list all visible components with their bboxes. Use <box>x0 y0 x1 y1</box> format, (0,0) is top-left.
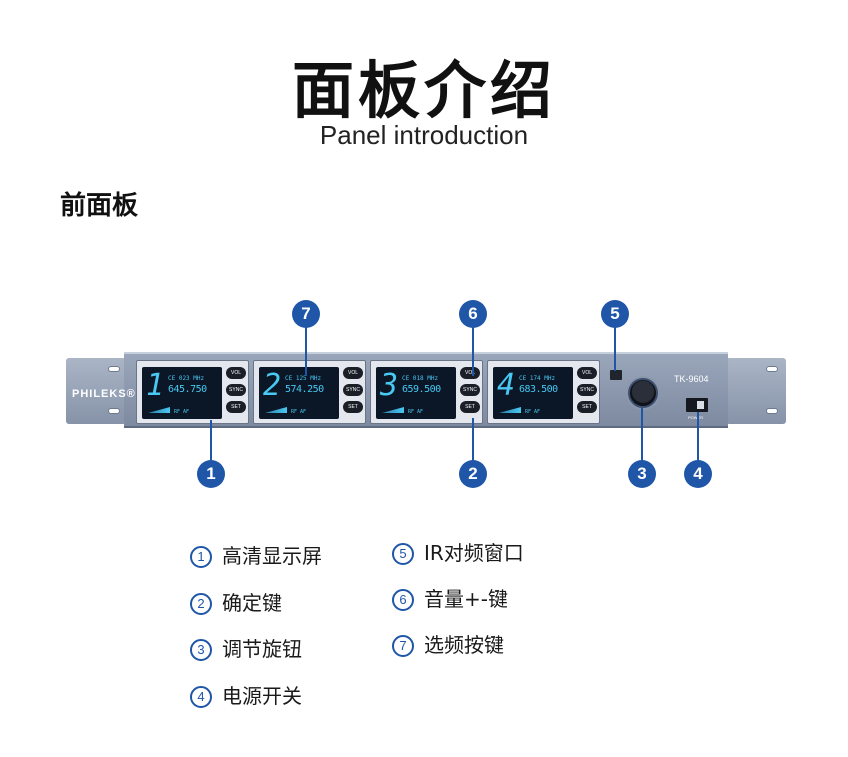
set-button[interactable]: SET <box>226 401 246 413</box>
lcd-rf-label: RF AF <box>174 409 190 415</box>
lcd-frequency: 659.500 <box>402 384 441 395</box>
legend-label: IR对频窗口 <box>424 541 524 565</box>
set-button[interactable]: SET <box>460 401 480 413</box>
rack-ear-left <box>66 358 126 424</box>
legend-label: 音量+-键 <box>424 587 508 611</box>
callout-line-4 <box>697 412 699 462</box>
callout-line-1 <box>210 420 212 462</box>
power-switch[interactable] <box>686 398 708 412</box>
lcd-display: 1 CE 023 MHz 645.750 RF AF <box>142 367 222 419</box>
page-subtitle: Panel introduction <box>319 120 529 150</box>
lcd-channel: 4 <box>497 368 516 403</box>
callout-marker-2: 2 <box>459 460 487 488</box>
callout-marker-1: 1 <box>197 460 225 488</box>
power-label: POWER <box>688 415 704 420</box>
signal-meter <box>382 407 404 413</box>
lcd-frequency: 683.500 <box>519 384 558 395</box>
signal-meter <box>148 407 170 413</box>
rack-slot <box>108 408 120 414</box>
lcd-rf-label: RF AF <box>291 409 307 415</box>
vol-button[interactable]: VOL <box>577 367 597 379</box>
vol-button[interactable]: VOL <box>460 367 480 379</box>
section-title: 前面板 <box>60 191 139 221</box>
callout-line-5 <box>614 326 616 371</box>
legend-item-5: 5 IR对频窗口 <box>392 537 524 566</box>
legend-item-1: 1 高清显示屏 <box>190 540 322 569</box>
legend-number: 4 <box>190 686 212 708</box>
callout-line-6 <box>472 326 474 376</box>
lcd-rf-label: RF AF <box>525 409 541 415</box>
sync-button[interactable]: SYNC <box>460 384 480 396</box>
legend-label: 选频按键 <box>424 633 504 657</box>
lcd-channel: 2 <box>263 368 282 403</box>
lcd-channel: 1 <box>146 368 165 403</box>
ir-window <box>610 370 622 380</box>
callout-line-7 <box>305 326 307 376</box>
legend-number: 1 <box>190 546 212 568</box>
lcd-small-text: CE 174 MHz <box>519 375 556 382</box>
legend-item-7: 7 选频按键 <box>392 629 504 658</box>
legend-label: 确定键 <box>222 591 282 615</box>
vol-button[interactable]: VOL <box>226 367 246 379</box>
signal-meter <box>499 407 521 413</box>
page-title: 面板介绍 <box>291 54 556 127</box>
lcd-small-text: CE 023 MHz <box>168 375 205 382</box>
rack-slot <box>766 366 778 372</box>
channel-panel-1: 1 CE 023 MHz 645.750 RF AF VOL SYNC SET <box>136 360 249 424</box>
lcd-display: 3 CE 018 MHz 659.500 RF AF <box>376 367 456 419</box>
brand-logo: PHILEKS® <box>72 388 136 400</box>
model-label: TK-9604 <box>674 374 709 384</box>
legend-label: 高清显示屏 <box>222 544 322 568</box>
lcd-display: 2 CE 125 MHz 574.250 RF AF <box>259 367 339 419</box>
channel-panel-4: 4 CE 174 MHz 683.500 RF AF VOL SYNC SET <box>487 360 600 424</box>
legend-number: 5 <box>392 543 414 565</box>
legend-label: 调节旋钮 <box>222 637 302 661</box>
lcd-frequency: 645.750 <box>168 384 207 395</box>
legend-number: 7 <box>392 635 414 657</box>
channel-panel-2: 2 CE 125 MHz 574.250 RF AF VOL SYNC SET <box>253 360 366 424</box>
lcd-display: 4 CE 174 MHz 683.500 RF AF <box>493 367 573 419</box>
lcd-channel: 3 <box>380 368 399 403</box>
receiver-device: PHILEKS® 1 CE 023 MHz 645.750 RF AF VOL … <box>66 352 786 428</box>
callout-marker-3: 3 <box>628 460 656 488</box>
callout-line-3 <box>641 408 643 462</box>
vol-button[interactable]: VOL <box>343 367 363 379</box>
legend-label: 电源开关 <box>222 684 302 708</box>
lcd-small-text: CE 125 MHz <box>285 375 322 382</box>
callout-marker-4: 4 <box>684 460 712 488</box>
rack-ear-right <box>726 358 786 424</box>
channel-panel-3: 3 CE 018 MHz 659.500 RF AF VOL SYNC SET <box>370 360 483 424</box>
legend-item-2: 2 确定键 <box>190 587 282 616</box>
lcd-rf-label: RF AF <box>408 409 424 415</box>
device-front: PHILEKS® 1 CE 023 MHz 645.750 RF AF VOL … <box>72 352 728 428</box>
signal-meter <box>265 407 287 413</box>
sync-button[interactable]: SYNC <box>577 384 597 396</box>
set-button[interactable]: SET <box>577 401 597 413</box>
callout-line-2 <box>472 418 474 462</box>
sync-button[interactable]: SYNC <box>343 384 363 396</box>
lcd-frequency: 574.250 <box>285 384 324 395</box>
sync-button[interactable]: SYNC <box>226 384 246 396</box>
callout-marker-5: 5 <box>601 300 629 328</box>
legend-item-6: 6 音量+-键 <box>392 583 508 612</box>
legend-number: 2 <box>190 593 212 615</box>
legend-item-3: 3 调节旋钮 <box>190 633 302 662</box>
callout-marker-6: 6 <box>459 300 487 328</box>
callout-marker-7: 7 <box>292 300 320 328</box>
lcd-small-text: CE 018 MHz <box>402 375 439 382</box>
legend-number: 6 <box>392 589 414 611</box>
legend-number: 3 <box>190 639 212 661</box>
adjust-knob[interactable] <box>628 378 658 408</box>
set-button[interactable]: SET <box>343 401 363 413</box>
rack-slot <box>108 366 120 372</box>
rack-slot <box>766 408 778 414</box>
legend-item-4: 4 电源开关 <box>190 680 302 709</box>
